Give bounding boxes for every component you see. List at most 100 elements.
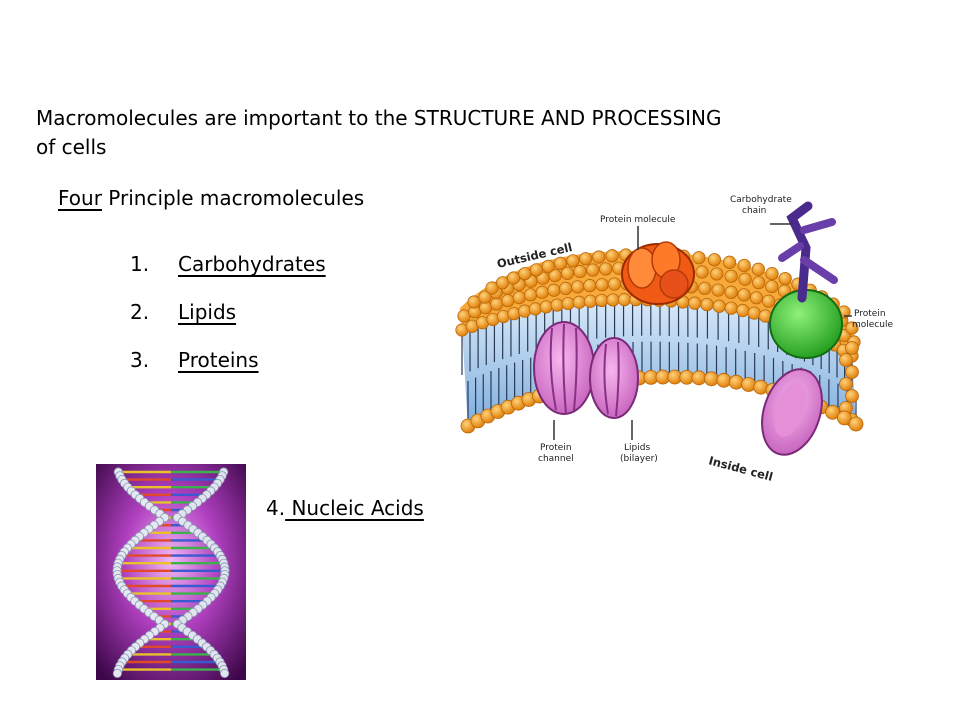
lipid-head bbox=[496, 276, 510, 290]
protein-channel-left bbox=[533, 321, 595, 415]
list-item-label: Lipids bbox=[178, 300, 237, 324]
lipid-head bbox=[572, 295, 586, 309]
lipid-head bbox=[501, 294, 515, 308]
list-item-label: Nucleic Acids bbox=[285, 496, 424, 520]
lipid-head bbox=[560, 266, 575, 280]
lipid-head bbox=[716, 372, 732, 388]
dna-backbone-bead bbox=[220, 668, 230, 678]
lipid-head bbox=[724, 269, 738, 283]
list-item-label: Carbohydrates bbox=[178, 252, 326, 276]
lipid-head bbox=[607, 277, 621, 291]
lipid-head bbox=[518, 267, 532, 281]
lipid-head bbox=[566, 254, 580, 268]
lipid-head bbox=[749, 291, 764, 305]
lipid-head bbox=[506, 271, 521, 285]
lipid-head bbox=[524, 288, 538, 302]
lipid-head bbox=[692, 251, 706, 265]
lipid-head bbox=[737, 288, 751, 302]
lipid-head bbox=[848, 416, 864, 432]
lipid-head bbox=[707, 253, 722, 267]
lipid-head bbox=[688, 296, 702, 310]
subheading-underlined-word: Four bbox=[58, 186, 102, 210]
lipid-head bbox=[741, 377, 756, 392]
protein-channel-label: channel bbox=[538, 454, 574, 464]
lipid-head bbox=[839, 353, 853, 367]
lipid-head bbox=[599, 262, 613, 276]
carbohydrate-label: Carbohydrate bbox=[730, 195, 792, 205]
lipid-head bbox=[695, 265, 709, 279]
protein-molecule-top bbox=[621, 241, 695, 305]
lipid-head bbox=[595, 278, 609, 292]
lipid-head bbox=[539, 300, 553, 314]
lipid-head bbox=[617, 293, 632, 307]
lipid-head bbox=[845, 365, 859, 379]
heading-line-1: Macromolecules are important to the STRU… bbox=[36, 106, 722, 130]
protein-lobe bbox=[627, 247, 657, 289]
lipid-head bbox=[836, 410, 852, 426]
lipid-head bbox=[711, 283, 725, 297]
protein-molecule-right-label: Protein bbox=[854, 309, 886, 319]
protein-molecule-right bbox=[769, 289, 843, 359]
lipids-label: (bilayer) bbox=[620, 454, 658, 464]
slide-subheading: Four Principle macromolecules bbox=[58, 184, 364, 213]
lipid-head bbox=[528, 302, 542, 316]
lipid-head bbox=[490, 297, 504, 311]
lipid-head bbox=[703, 371, 719, 387]
dna-helix-image bbox=[96, 464, 246, 680]
carbohydrate-branches bbox=[778, 218, 838, 284]
lipid-head bbox=[547, 283, 561, 297]
lipid-head bbox=[592, 250, 606, 264]
protein-channel-label: Protein bbox=[540, 443, 572, 453]
lipid-head bbox=[553, 256, 568, 270]
lipid-head bbox=[765, 267, 779, 281]
lipid-head bbox=[541, 259, 555, 273]
protein-molecule-right-label: molecule bbox=[852, 320, 893, 330]
lipid-head bbox=[579, 252, 593, 266]
lipid-head bbox=[752, 276, 766, 290]
protein-channel-stripes bbox=[549, 323, 578, 415]
lipid-head bbox=[839, 377, 853, 391]
lipid-head bbox=[737, 258, 751, 273]
lipid-head bbox=[728, 374, 744, 390]
list-item: 2. Lipids bbox=[130, 296, 326, 344]
protein-channel-shape bbox=[589, 337, 639, 419]
list-item: 1. Carbohydrates bbox=[130, 248, 326, 296]
protein-channel-middle bbox=[589, 337, 639, 419]
lipid-head bbox=[710, 267, 724, 281]
lipid-head bbox=[573, 264, 587, 279]
lipid-head bbox=[712, 299, 726, 313]
lipid-head bbox=[751, 262, 765, 276]
protein-channel-highlight bbox=[774, 383, 806, 437]
carbohydrate-label: chain bbox=[742, 206, 766, 216]
list-item-nucleic-acids: 4. Nucleic Acids bbox=[266, 492, 456, 524]
lipid-head bbox=[738, 272, 752, 286]
lipid-head bbox=[529, 263, 544, 277]
protein-lobe bbox=[659, 269, 689, 299]
lipid-head bbox=[605, 249, 619, 263]
inside-cell-label: Inside cell bbox=[707, 453, 774, 484]
lipid-head bbox=[478, 290, 492, 304]
lipid-head bbox=[583, 294, 597, 308]
macromolecule-list: 1. Carbohydrates 2. Lipids 3. Proteins bbox=[130, 248, 326, 392]
list-item-number: 1. bbox=[130, 252, 150, 276]
lipid-head bbox=[595, 293, 609, 308]
carbohydrate-chain bbox=[778, 201, 838, 303]
lipid-head bbox=[583, 279, 597, 293]
lipid-head bbox=[765, 279, 779, 294]
list-item-number: 3. bbox=[130, 348, 150, 372]
list-item-number: 2. bbox=[130, 300, 150, 324]
lipid-head bbox=[753, 379, 769, 395]
dna-backbone bbox=[112, 467, 230, 678]
lipid-head bbox=[778, 271, 792, 286]
lipid-head bbox=[724, 301, 738, 315]
lipid-head bbox=[698, 281, 712, 295]
lipid-head bbox=[845, 321, 859, 335]
list-item-label: Proteins bbox=[178, 348, 259, 372]
lipids-label: Lipids bbox=[624, 443, 650, 453]
lipid-head bbox=[845, 341, 859, 355]
slide-heading: Macromolecules are important to the STRU… bbox=[36, 104, 936, 162]
lipid-head bbox=[561, 296, 575, 311]
lipid-head bbox=[606, 293, 620, 307]
lipid-head bbox=[559, 281, 573, 295]
